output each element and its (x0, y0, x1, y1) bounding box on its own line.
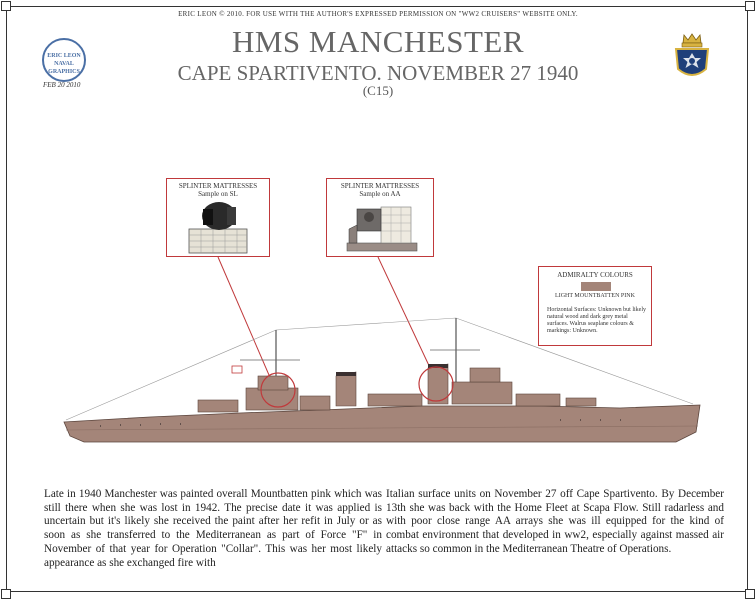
admiralty-colours-legend: ADMIRALTY COLOURS LIGHT MOUNTBATTEN PINK… (538, 266, 652, 346)
page-title: HMS MANCHESTER (231, 24, 525, 59)
description-right: Italian surface units on November 27 off… (386, 488, 724, 555)
searchlight-illustration (188, 202, 248, 254)
stamp-date: FEB 20 2010 (43, 81, 81, 89)
inset-aa-mattresses: SPLINTER MATTRESSES Sample on AA (326, 178, 434, 257)
legend-notes: Horizontal Surfaces: Unknown but likely … (547, 307, 646, 334)
inset-caption: Sample on SL (198, 190, 238, 198)
inset-sl-mattresses: SPLINTER MATTRESSES Sample on SL (166, 178, 270, 257)
frame-corner (745, 589, 755, 599)
frame-corner (745, 1, 755, 11)
page-subtitle: CAPE SPARTIVENTO. NOVEMBER 27 1940 (177, 61, 579, 85)
legend-heading: ADMIRALTY COLOURS (557, 271, 633, 279)
inset-caption: Sample on AA (359, 190, 401, 198)
mountbatten-pink-swatch (581, 282, 611, 291)
frame-corner (1, 589, 11, 599)
artist-stamp: ERIC LEON NAVAL GRAPHICS (42, 38, 86, 82)
pennant-number: (C15) (362, 83, 394, 98)
stamp-text: ERIC LEON NAVAL GRAPHICS (47, 53, 81, 75)
inset-title: SPLINTER MATTRESSES (340, 182, 420, 190)
inset-title: SPLINTER MATTRESSES (178, 182, 258, 190)
description-left: Late in 1940 Manchester was painted over… (44, 488, 382, 569)
frame-corner (1, 1, 11, 11)
swatch-label: LIGHT MOUNTBATTEN PINK (555, 293, 635, 299)
aa-director-illustration (346, 206, 418, 252)
page-frame (6, 6, 748, 592)
copyright-notice: ERIC LEON © 2010. FOR USE WITH THE AUTHO… (178, 10, 578, 18)
ship-crest-icon (674, 33, 710, 76)
